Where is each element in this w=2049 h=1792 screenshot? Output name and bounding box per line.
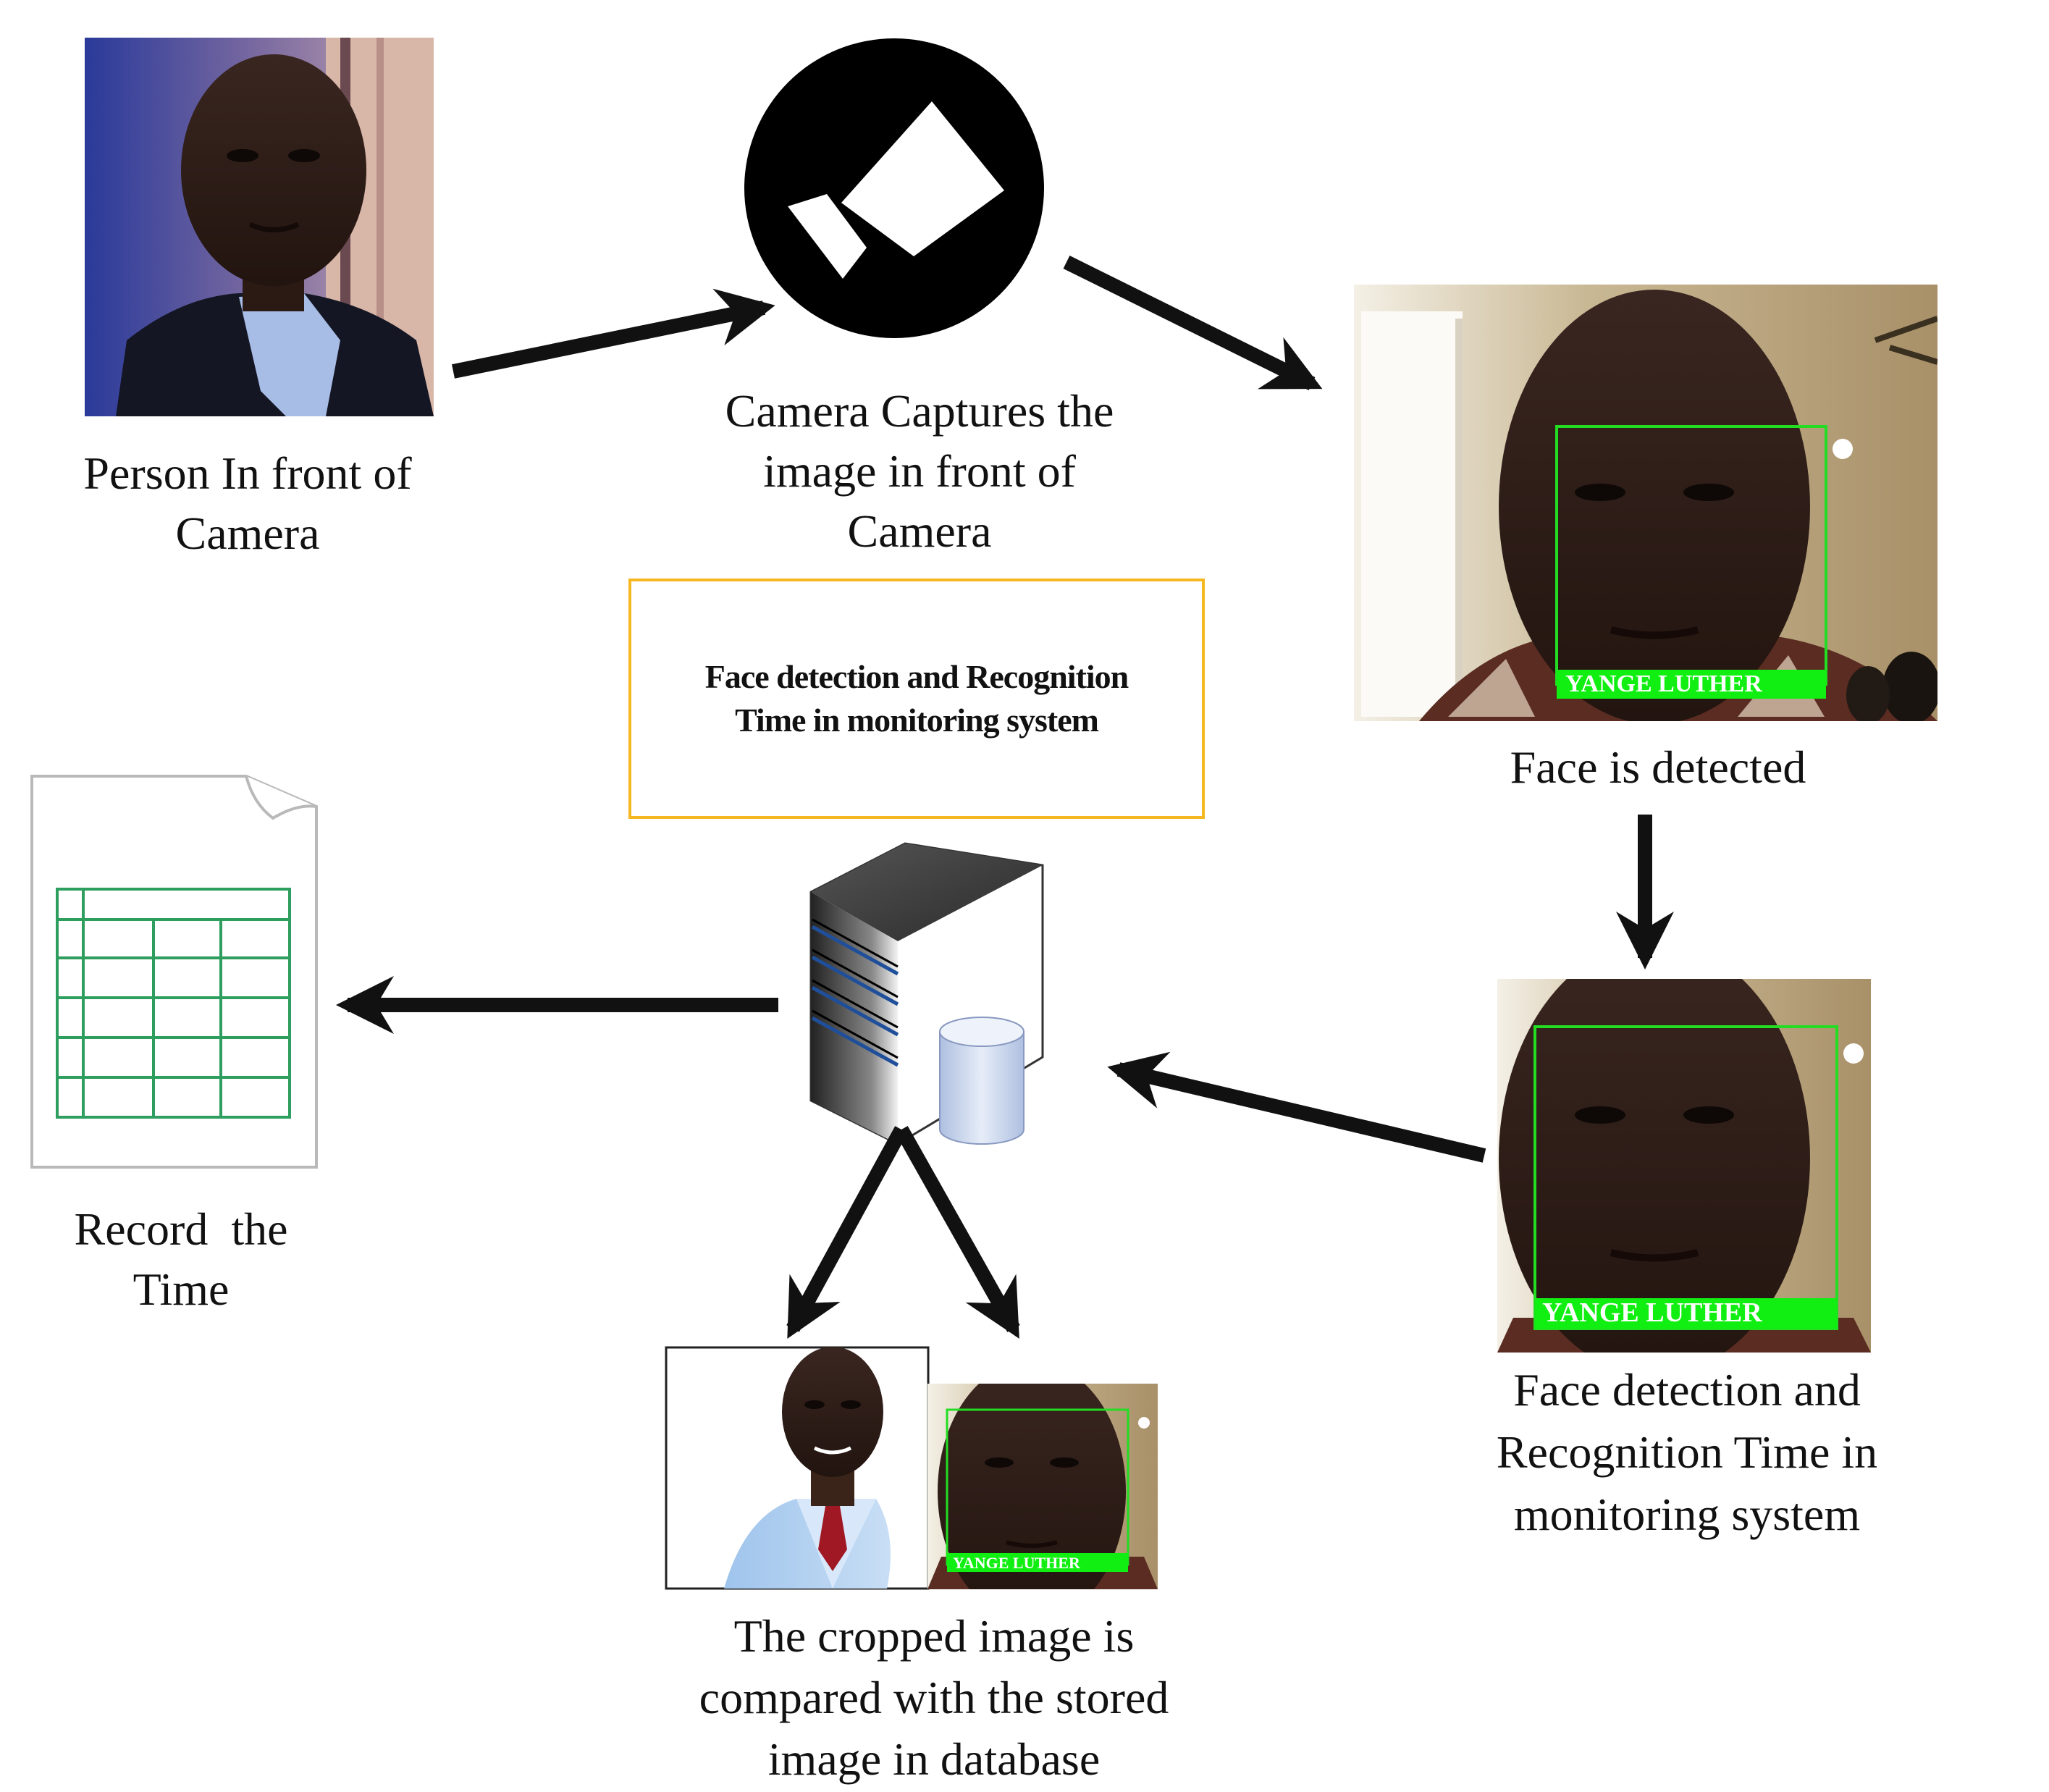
detected-face-photo: YANGE LUTHER — [1354, 285, 1937, 721]
record-label: Record the Time — [74, 1203, 288, 1315]
arrow-camera-to-detected — [1063, 256, 1323, 390]
arrow-recognition-to-server — [1107, 1051, 1486, 1163]
detected-label: Face is detected — [1510, 741, 1806, 793]
arrow-person-to-camera — [451, 288, 775, 379]
person-label: Person In front of Camera — [83, 447, 412, 559]
spreadsheet-icon — [30, 775, 318, 1169]
cropped-face-photo: YANGE LUTHER — [927, 1384, 1158, 1589]
title-line-1: Face detection and Recognition — [704, 658, 1129, 695]
arrow-server-to-id-photo — [786, 1126, 908, 1339]
title-line-2: Time in monitoring system — [735, 702, 1099, 739]
recognition-face-photo: YANGE LUTHER — [1497, 979, 1871, 1353]
title-box: Face detection and Recognition Time in m… — [628, 579, 1205, 819]
flow-arrows — [336, 256, 1674, 1339]
server-icon — [809, 842, 1044, 1145]
recognition-face-tag: YANGE LUTHER — [1542, 1297, 1762, 1328]
arrow-server-to-cropped — [895, 1126, 1020, 1339]
camera-icon — [744, 38, 1044, 338]
camera-label: Camera Captures the image in front of Ca… — [725, 385, 1114, 557]
recognition-label: Face detection and Recognition Time in m… — [1496, 1364, 1878, 1540]
detected-face-tag: YANGE LUTHER — [1565, 670, 1762, 697]
compare-label: The cropped image is compared with the s… — [699, 1610, 1169, 1785]
cropped-face-tag: YANGE LUTHER — [953, 1554, 1081, 1572]
database-icon — [939, 1017, 1024, 1145]
id-photo — [665, 1346, 930, 1590]
person-photo — [85, 38, 434, 416]
